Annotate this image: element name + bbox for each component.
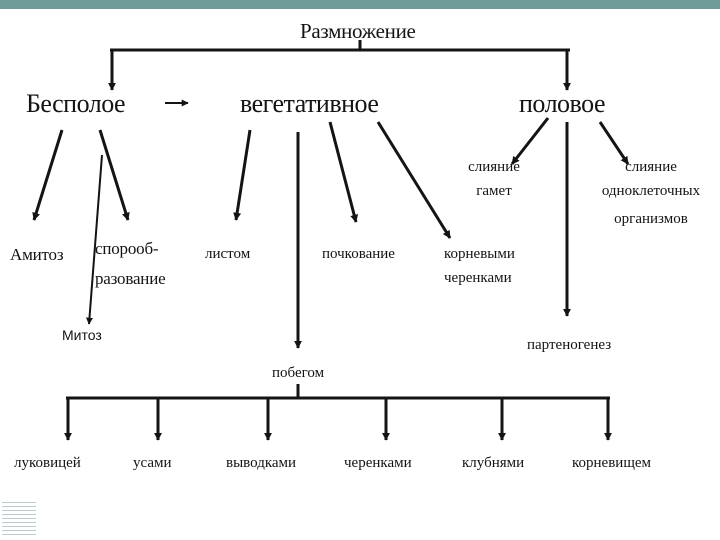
node-cuttings: черенками [344, 455, 412, 471]
arrow-asexual-to-sporulation [98, 129, 130, 221]
node-asexual: Бесполое [26, 89, 126, 118]
node-root-cuttings-line2: черенками [444, 270, 512, 286]
node-tubers: клубнями [462, 455, 525, 471]
node-by-shoots: побегом [272, 365, 325, 381]
node-runners: усами [133, 455, 172, 471]
node-sexual: половое [519, 89, 606, 118]
top-accent-bar [0, 0, 720, 9]
arrow-asexual-to-amitosis [32, 129, 64, 221]
arrow-to-mitosis [85, 154, 103, 325]
node-root-cuttings-line1: корневыми [444, 246, 515, 262]
node-parthenogenesis: партеногенез [527, 337, 612, 353]
node-unicellular-fusion-line1: слияние [625, 159, 677, 175]
node-budding: почкование [322, 246, 395, 262]
node-by-leaf: листом [205, 246, 251, 262]
node-reproduction: Размножение [300, 19, 416, 43]
node-bulb: луковицей [14, 455, 81, 471]
node-rhizome: корневищем [572, 455, 652, 471]
node-sporulation-line1: спорооб- [95, 239, 159, 258]
node-amitosis: Амитоз [10, 245, 64, 264]
arrow-sexual-to-gamete-fusion [510, 117, 550, 165]
arrow-vegetative-to-leaf [233, 129, 252, 221]
arrow-vegetative-to-budding [328, 121, 359, 223]
node-unicellular-fusion-line3: организмов [614, 211, 688, 227]
corner-decoration [2, 502, 36, 536]
arrow-vegetative-to-root-cuttings [376, 121, 452, 239]
node-gamete-fusion-line2: гамет [476, 183, 512, 199]
node-vegetative: вегетативное [240, 89, 379, 118]
node-sporulation-line2: разование [95, 269, 166, 288]
node-unicellular-fusion-line2: одноклеточных [601, 183, 701, 199]
annotation-mitosis: Митоз [62, 327, 102, 343]
node-gamete-fusion-line1: слияние [468, 159, 520, 175]
node-brood-buds: выводками [226, 455, 297, 471]
arrow-sexual-to-unicellular-fusion [598, 121, 630, 165]
